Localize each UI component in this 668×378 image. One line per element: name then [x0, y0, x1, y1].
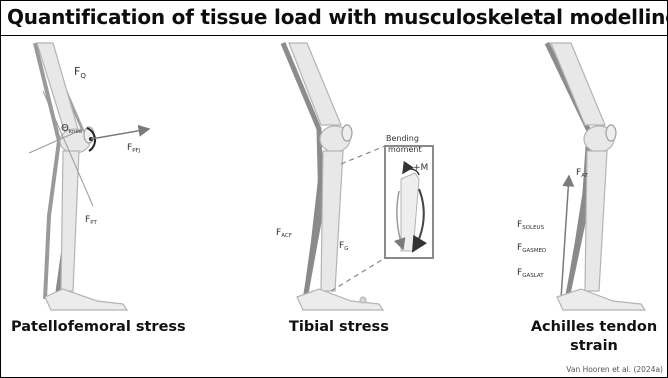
force-label-quadriceps: FQ	[74, 65, 86, 80]
pfj-force-arrow	[91, 129, 149, 139]
leg-model-tibial: Bending moment +M FACF FG	[276, 43, 433, 310]
leg-model-achilles: FAT FSOLEUS FGASMED FGASLAT	[517, 43, 645, 310]
force-main: Θ	[61, 123, 69, 134]
force-label-patellar-tendon: FPT	[85, 215, 98, 226]
projection-line-bottom	[331, 258, 385, 291]
inset-title-line1: Bending	[386, 134, 419, 143]
citation-credit: Van Hooren et al. (2024a)	[566, 365, 663, 374]
force-sub: AT	[581, 173, 588, 179]
caption-patellofemoral: Patellofemoral stress	[11, 319, 186, 335]
force-sub: SOLEUS	[522, 225, 544, 231]
femur-bone	[37, 43, 79, 133]
foot-bones	[45, 289, 127, 310]
tibia-bone	[321, 151, 343, 291]
ankle-marker	[360, 297, 366, 303]
foot-bones	[557, 289, 645, 310]
force-label-soleus: FSOLEUS	[517, 220, 545, 231]
patella-bone	[606, 125, 616, 141]
slide-title: Quantification of tissue load with muscu…	[7, 5, 668, 29]
caption-tibial: Tibial stress	[289, 319, 389, 335]
inset-moment-label: +M	[413, 163, 428, 173]
force-label-gastrocnemius: FG	[339, 241, 348, 252]
force-label-pfj: FPFJ	[127, 143, 141, 154]
caption-achilles-line2: strain	[524, 338, 664, 354]
force-label-gastrocnemius-medial: FGASMED	[517, 243, 546, 254]
inset-title-line2: moment	[388, 145, 422, 154]
leg-model-patellofemoral: FQ Θknee FPFJ FPT	[29, 43, 149, 310]
achilles-force-arrow	[561, 176, 569, 299]
force-sub: ACF	[281, 233, 292, 239]
patella-bone	[342, 125, 352, 141]
projection-line-top	[341, 146, 385, 164]
force-label-ankle-compression: FACF	[276, 228, 292, 239]
force-sub: Q	[80, 72, 86, 80]
force-sub: GASLAT	[522, 273, 544, 279]
force-sub: PFJ	[132, 148, 140, 154]
caption-achilles-line1: Achilles tendon	[524, 319, 664, 335]
force-label-gastrocnemius-lateral: FGASLAT	[517, 268, 544, 279]
tibia-bone	[61, 151, 79, 291]
foot-bones	[297, 289, 383, 310]
force-sub: G	[344, 246, 348, 252]
femur-bone	[289, 43, 341, 125]
force-sub: knee	[69, 129, 83, 135]
force-sub: GASMED	[522, 248, 546, 254]
force-sub: PT	[90, 220, 97, 226]
tibia-bone	[585, 151, 607, 291]
